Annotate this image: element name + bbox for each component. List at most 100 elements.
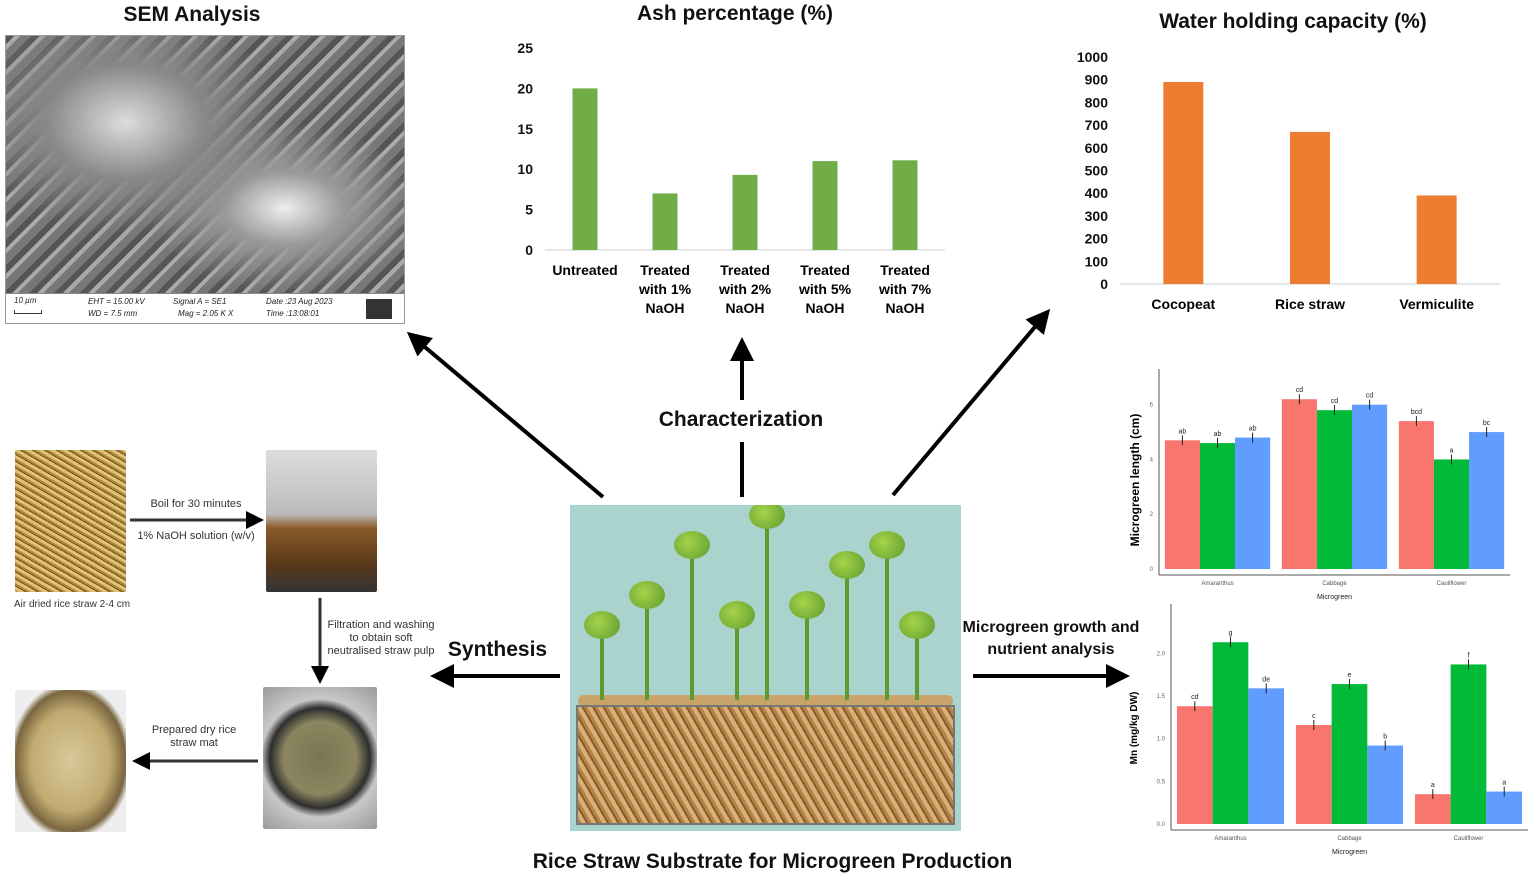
x-tick-label: Cauliflower [1454,836,1484,842]
sprout [749,505,785,700]
y-tick-label: 15 [517,121,533,137]
sem-signal: Signal A = SE1 [173,297,227,306]
significance-letter: ab [1249,426,1257,433]
significance-letter: cd [1366,393,1374,400]
y-tick-label: 0.0 [1157,822,1166,828]
y-tick-label: 10 [517,161,533,177]
sprout [869,531,905,700]
scale-bar [14,310,42,314]
leaf [829,551,865,579]
significance-letter: cd [1191,694,1199,701]
y-axis-label: Microgreen length (cm) [1128,414,1142,547]
y-tick-label: 0 [525,242,533,258]
sem-date: Date :23 Aug 2023 [266,297,333,306]
leaf [789,591,825,619]
rice-straw-photo [15,450,126,592]
x-tick-label: Cauliflower [1437,581,1467,587]
y-tick-label: 0 [1150,567,1154,573]
sprout [899,611,935,700]
bar [1290,131,1330,284]
synthesis-label: Synthesis [447,638,548,661]
y-tick-label: 1.5 [1157,694,1166,700]
straw-substrate [576,705,955,825]
boil-note: Boil for 30 minutes [150,498,242,510]
bar [892,160,918,250]
x-tick-label: NaOH [886,300,925,316]
significance-letter: b [1383,733,1387,740]
y-tick-label: 2.0 [1157,651,1166,657]
bar [1164,440,1200,569]
arrow-to-whc [891,308,1051,497]
sem-scale: 10 µm [14,296,37,305]
bar [1281,399,1317,569]
significance-letter: g [1229,630,1233,637]
bar [1295,725,1332,824]
y-axis-label: Mn (mg/kg DW) [1129,692,1140,765]
y-tick-label: 300 [1085,208,1109,224]
raw-straw-caption: Air dried rice straw 2-4 cm [14,599,131,610]
sprout [674,531,710,700]
bottom-title: Rice Straw Substrate for Microgreen Prod… [532,850,1013,873]
y-tick-label: 1000 [1077,49,1108,65]
bar [1367,745,1404,824]
leaf [899,611,935,639]
y-tick-label: 500 [1085,163,1109,179]
x-tick-label: NaOH [646,300,685,316]
y-tick-label: 0.5 [1157,779,1166,785]
tray-rim [578,695,953,707]
y-tick-label: 200 [1085,231,1109,247]
x-tick-label: Amaranthus [1201,581,1233,587]
x-tick-label: Cabbage [1337,836,1362,842]
x-tick-label: NaOH [806,300,845,316]
y-tick-label: 4 [1150,457,1154,463]
bar [1469,432,1505,569]
y-tick-label: 25 [517,40,533,56]
leaf [629,581,665,609]
y-tick-label: 600 [1085,140,1109,156]
y-tick-label: 20 [517,80,533,96]
bar [732,174,758,250]
significance-letter: f [1468,652,1470,659]
bar [1163,81,1204,284]
beaker-photo [266,450,377,592]
leaf [584,611,620,639]
significance-letter: c [1312,713,1316,720]
leaf [719,601,755,629]
sprout [629,581,665,700]
significance-letter: cd [1331,398,1339,405]
bar [1398,421,1434,569]
x-tick-label: Treated [880,262,930,278]
significance-letter: ab [1179,428,1187,435]
bar [1486,791,1523,824]
x-tick-label: with 1% [638,281,692,297]
ash-title: Ash percentage (%) [636,2,834,25]
y-tick-label: 900 [1085,72,1109,88]
bar [1199,443,1236,569]
sprout [719,601,755,700]
x-tick-label: Treated [640,262,690,278]
leaf [749,505,785,529]
zeiss-logo [366,299,392,319]
y-tick-label: 2 [1150,512,1154,518]
x-tick-label: Cabbage [1322,581,1347,587]
y-tick-label: 1.0 [1157,737,1166,743]
significance-letter: de [1262,676,1270,683]
x-tick-label: Cocopeat [1151,296,1215,312]
x-tick-label: with 2% [718,281,772,297]
sem-wd: WD = 7.5 mm [88,309,138,318]
sprout [829,551,865,700]
y-tick-label: 100 [1085,253,1109,269]
significance-letter: cd [1296,387,1304,394]
sem-time: Time :13:08:01 [266,309,320,318]
x-axis-label: Microgreen [1317,594,1352,601]
bar [1352,404,1388,569]
pulp-plate-photo [263,687,377,829]
significance-letter: e [1348,672,1352,679]
whc-chart: 01002003004005006007008009001000Cocopeat… [1077,49,1500,312]
growth-label: Microgreen growth and nutrient analysis [962,619,1140,658]
y-tick-label: 0 [1100,276,1108,292]
bar [1212,642,1249,824]
microgreen-illustration [570,505,961,831]
y-tick-label: 5 [525,202,533,218]
